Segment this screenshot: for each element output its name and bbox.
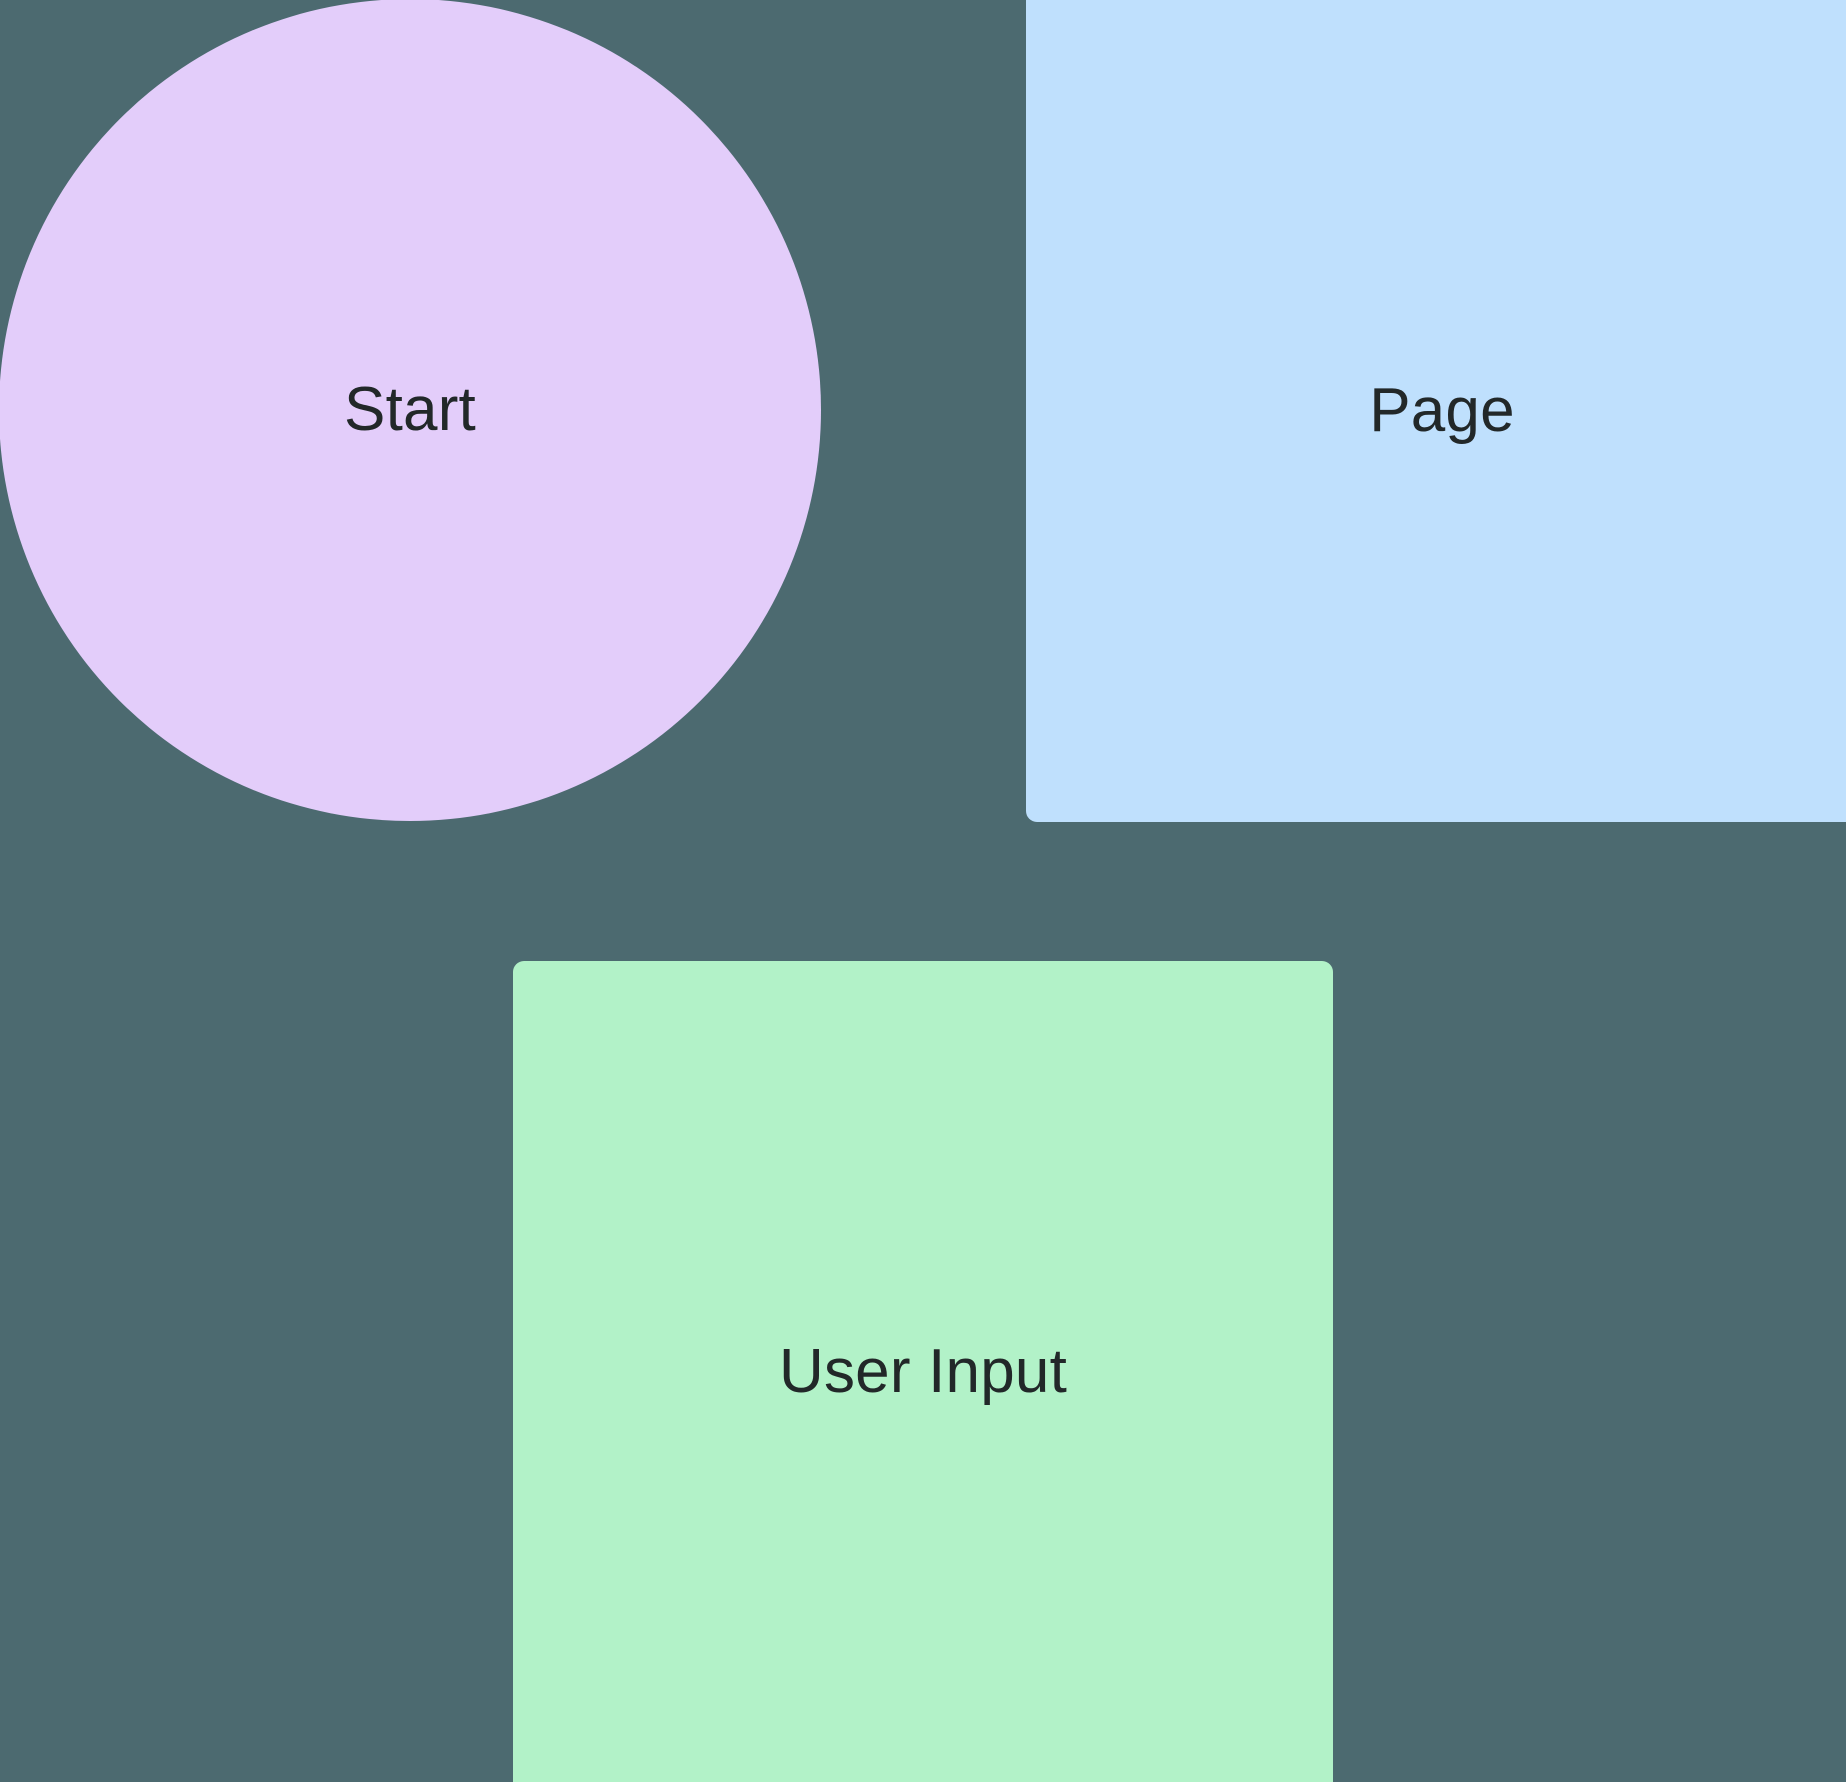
node-page[interactable]: Page	[1026, 0, 1846, 822]
node-user-input[interactable]: User Input	[513, 961, 1333, 1782]
node-start[interactable]: Start	[0, 0, 821, 821]
node-page-label: Page	[1369, 376, 1515, 446]
node-user-input-label: User Input	[778, 1336, 1068, 1406]
node-start-label: Start	[344, 375, 476, 445]
